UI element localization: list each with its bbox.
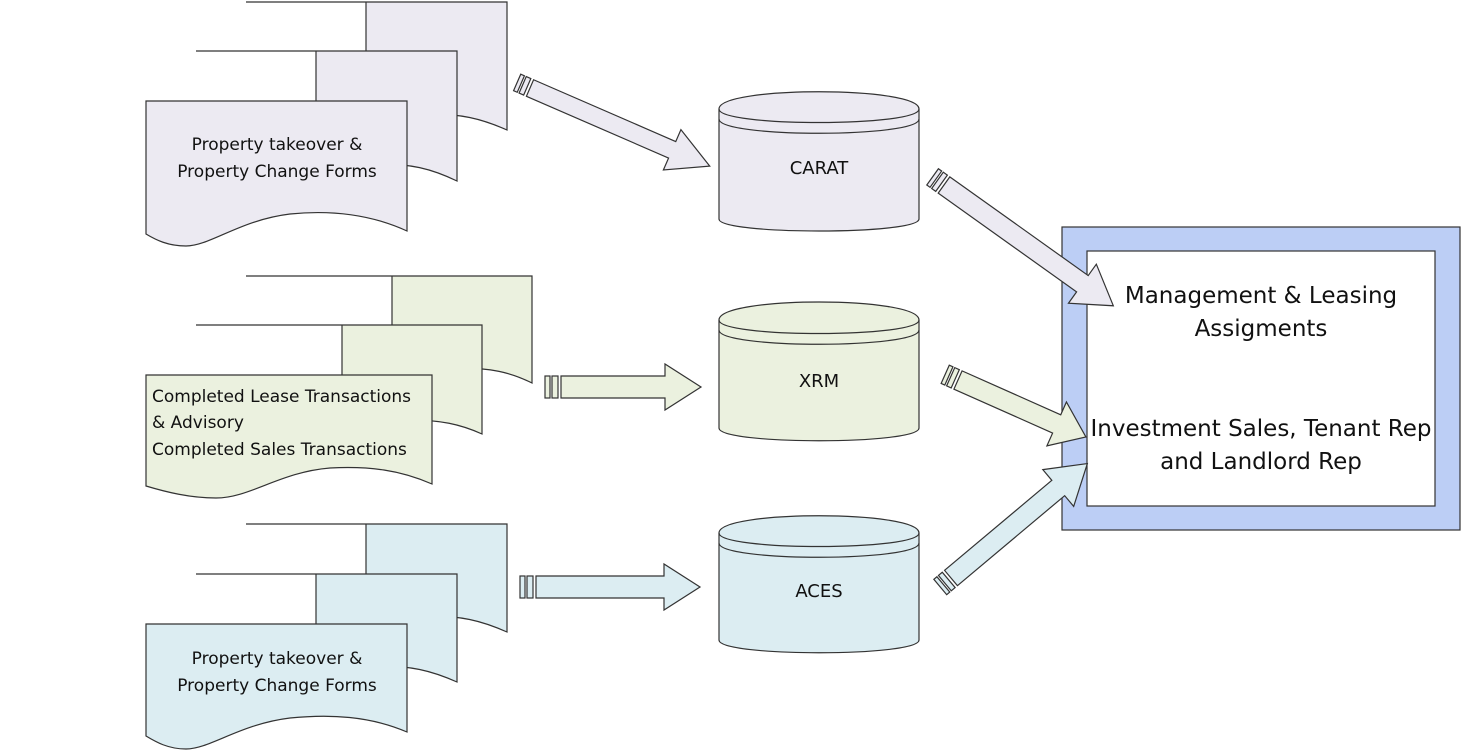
arrow-tail-stripe bbox=[551, 375, 559, 399]
source-label-line-1: Completed Lease Transactions bbox=[152, 387, 411, 407]
database-top-ring bbox=[718, 542, 920, 558]
source-label-line-2: Property Change Forms bbox=[177, 162, 377, 182]
source-document-stack-3: Property takeover & Property Change Form… bbox=[145, 523, 508, 750]
database-body bbox=[718, 515, 920, 654]
database-carat: CARAT bbox=[718, 91, 920, 232]
target-bottom-line-1: Investment Sales, Tenant Rep bbox=[1091, 416, 1432, 442]
arrow-tail-stripe bbox=[526, 575, 534, 599]
arrow-tail-stripe bbox=[518, 75, 532, 96]
arrow-tail-stripe bbox=[930, 171, 949, 193]
database-top-ring bbox=[718, 329, 920, 345]
arrow-tail-stripe bbox=[933, 575, 951, 596]
arrow-tail-stripe bbox=[945, 366, 961, 389]
arrow-tail-stripe bbox=[544, 375, 551, 399]
source-label-line-1: Property takeover & bbox=[192, 649, 363, 669]
database-top-ring bbox=[718, 108, 920, 124]
arrow-carat-to-target bbox=[925, 167, 1115, 307]
arrow-tail-stripe bbox=[519, 575, 526, 599]
arrow-body bbox=[937, 176, 1115, 307]
target-top-line-1: Management & Leasing bbox=[1125, 283, 1397, 309]
database-top-ring bbox=[718, 118, 920, 134]
source-label-line-3: Completed Sales Transactions bbox=[152, 440, 407, 460]
arrow-source3-to-aces bbox=[519, 562, 702, 612]
database-top-ring bbox=[718, 319, 920, 335]
source-document-stack-2: Completed Lease Transactions & Advisory … bbox=[145, 275, 533, 499]
arrow-body bbox=[525, 78, 711, 171]
arrow-source2-to-xrm bbox=[544, 362, 703, 412]
document-page-front bbox=[145, 100, 408, 247]
source-label-line-2: & Advisory bbox=[152, 413, 244, 433]
source-document-stack-1: Property takeover & Property Change Form… bbox=[145, 1, 508, 247]
target-box-inner bbox=[1086, 250, 1436, 507]
arrow-tail-stripe bbox=[925, 167, 943, 189]
arrow-source1-to-carat bbox=[512, 73, 711, 171]
database-body bbox=[718, 301, 920, 442]
source-label-line-1: Property takeover & bbox=[192, 135, 363, 155]
arrow-tail-stripe bbox=[940, 364, 954, 386]
database-label: CARAT bbox=[790, 158, 850, 179]
arrow-body bbox=[943, 462, 1089, 587]
arrow-tail-stripe bbox=[512, 73, 526, 94]
arrow-body bbox=[953, 370, 1087, 447]
target-box: Management & Leasing Assigments Investme… bbox=[1061, 226, 1461, 531]
database-aces: ACES bbox=[718, 515, 920, 654]
document-page-front bbox=[145, 623, 408, 750]
arrow-body bbox=[535, 562, 702, 612]
arrow-xrm-to-target bbox=[940, 364, 1087, 447]
document-page-front bbox=[145, 374, 433, 499]
source-label-line-2: Property Change Forms bbox=[177, 676, 377, 696]
target-bottom-line-2: and Landlord Rep bbox=[1160, 449, 1362, 475]
database-top-ring bbox=[718, 532, 920, 548]
target-top-line-2: Assigments bbox=[1195, 316, 1328, 342]
database-xrm: XRM bbox=[718, 301, 920, 442]
arrow-tail-stripe bbox=[937, 571, 956, 592]
database-label: ACES bbox=[795, 581, 842, 602]
database-body bbox=[718, 91, 920, 232]
database-label: XRM bbox=[799, 371, 839, 392]
arrow-body bbox=[560, 362, 703, 412]
arrow-aces-to-target bbox=[933, 462, 1089, 596]
